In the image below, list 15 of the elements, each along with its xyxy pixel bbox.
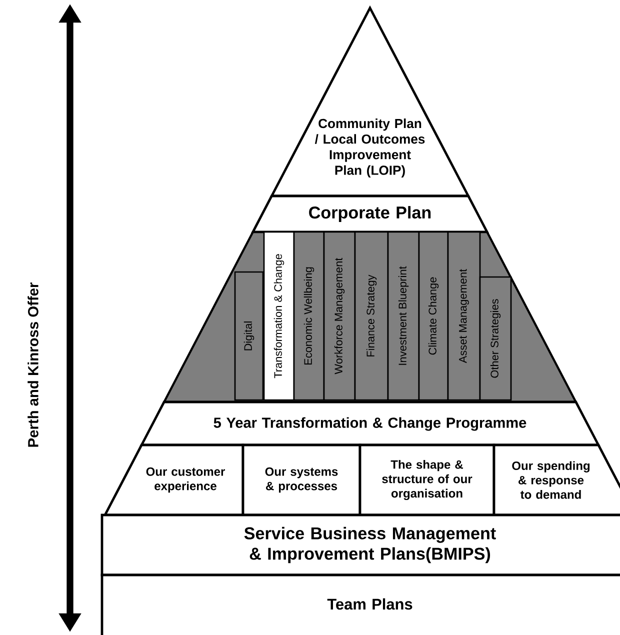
strategy-bar: Investment Blueprint (387, 231, 420, 401)
theme-box: Our systems & processes (242, 444, 362, 516)
node-label: 5 Year Transformation & Change Programme (214, 417, 526, 431)
strategy-bar: Other Strategies (479, 276, 512, 401)
strategy-bar: Workforce Management (323, 231, 356, 401)
plan-tier: Team Plans (100, 574, 620, 635)
theme-box: Our spending & response to demand (492, 444, 620, 516)
side-label: Perth and Kinross Offer (28, 282, 38, 447)
theme-box: The shape & structure of our organisation (358, 444, 496, 516)
strategy-bar: Finance Strategy (354, 231, 389, 401)
strategy-bar: Digital (234, 271, 264, 401)
strategy-bar: Economic Wellbeing (293, 231, 325, 401)
strategy-bar: Asset Management (447, 231, 481, 401)
strategy-bar: Climate Change (418, 231, 449, 401)
strategy-bar: Transformation & Change (263, 231, 295, 401)
